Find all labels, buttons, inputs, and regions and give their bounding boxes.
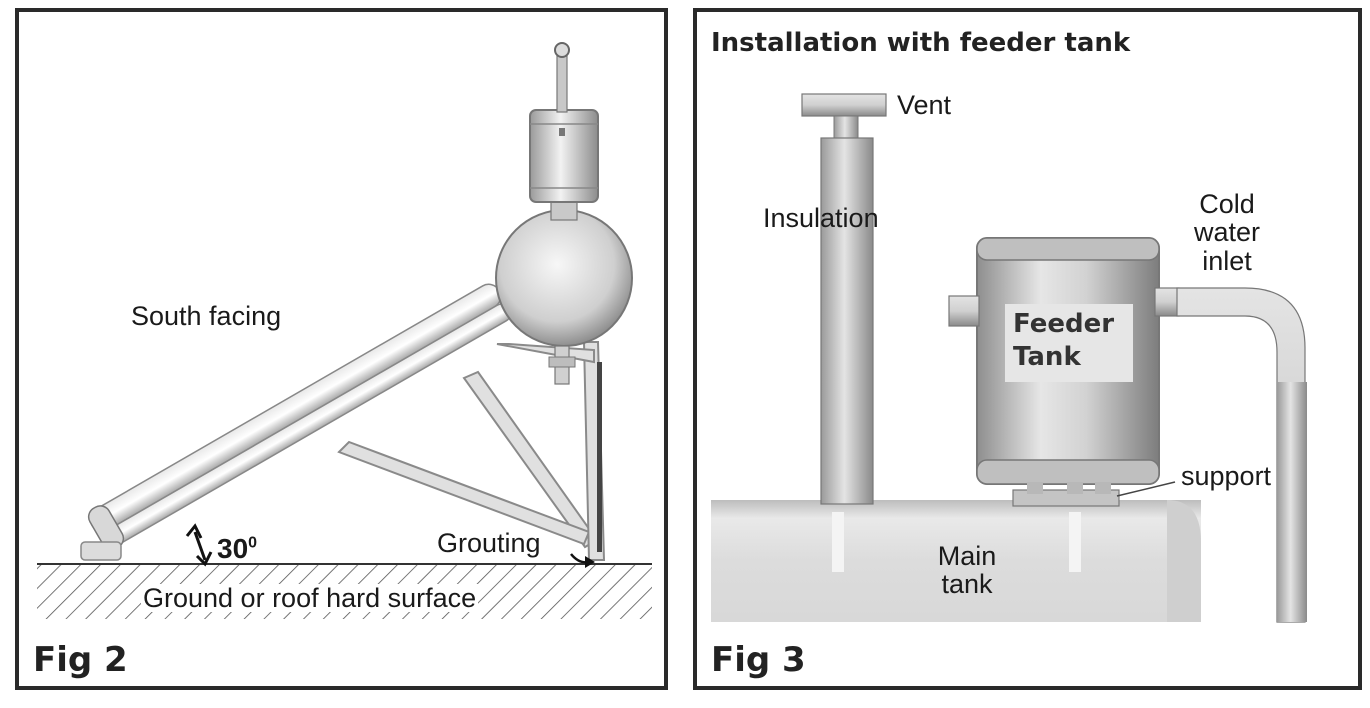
main-line1: Main	[937, 541, 997, 571]
grouting-label: Grouting	[437, 528, 541, 558]
support-label: support	[1181, 461, 1272, 491]
angle-value: 30	[217, 533, 249, 564]
vent-cap	[801, 93, 887, 117]
ground-label: Ground or roof hard surface	[141, 583, 479, 613]
cold-water-line1: Cold	[1199, 189, 1255, 219]
cold-water-line3: inlet	[1202, 245, 1252, 276]
tube-foot	[80, 541, 122, 561]
fig2-caption: Fig 2	[33, 640, 128, 680]
fig3-panel: Installation with feeder tank Vent Insul…	[693, 8, 1362, 690]
cold-water-inlet-label: Cold water inlet	[1191, 190, 1263, 275]
solar-water-heater-illustration	[37, 42, 652, 619]
angle-unit: 0	[248, 534, 258, 552]
cold-water-line2: water	[1193, 217, 1261, 248]
frame-post-shadow	[597, 362, 602, 552]
feeder-line1: Feeder	[1013, 309, 1115, 339]
insulation-column	[820, 137, 874, 505]
angle-arrow	[185, 523, 213, 567]
main-tank	[711, 500, 1201, 622]
angle-label: 300	[217, 534, 257, 563]
main-line2: tank	[941, 569, 993, 600]
fig2-panel: South facing 300 Grouting Ground or roof…	[15, 8, 668, 690]
main-tank-label: Main tank	[927, 542, 1007, 599]
fig3-caption: Fig 3	[711, 640, 806, 680]
fig3-title: Installation with feeder tank	[711, 28, 1131, 58]
vent-label: Vent	[897, 90, 952, 120]
insulation-label: Insulation	[763, 203, 879, 233]
feeder-line2: Tank	[1013, 341, 1081, 372]
storage-tank	[495, 209, 633, 347]
frame	[337, 341, 606, 561]
south-facing-label: South facing	[131, 301, 282, 331]
feeder-tank-label-box: Feeder Tank	[1005, 304, 1133, 382]
